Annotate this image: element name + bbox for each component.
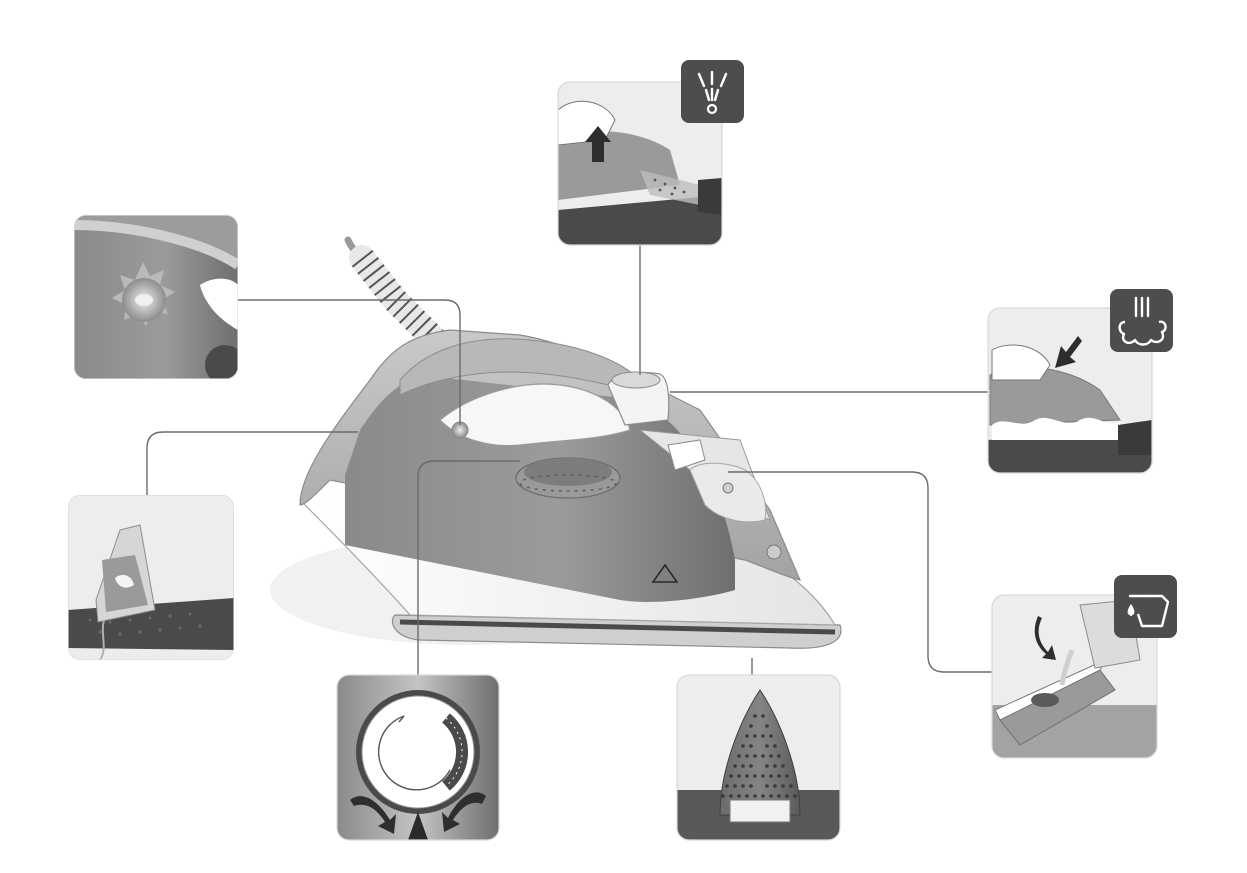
water-fill-icon bbox=[1114, 575, 1177, 638]
steam-hole bbox=[729, 774, 733, 778]
steam-hole bbox=[733, 764, 737, 768]
thermostat-dial-icon bbox=[356, 690, 480, 814]
steam-hole bbox=[765, 724, 769, 728]
steam-hole bbox=[729, 794, 733, 798]
steam-hole bbox=[745, 794, 749, 798]
steam-hole bbox=[745, 734, 749, 738]
steam-hole bbox=[753, 754, 757, 758]
panel-spray bbox=[558, 60, 744, 245]
steam-hole bbox=[749, 744, 753, 748]
steam-hole bbox=[753, 774, 757, 778]
steam-burst-icon bbox=[1110, 289, 1173, 352]
steam-hole bbox=[773, 764, 777, 768]
steam-hole bbox=[741, 744, 745, 748]
steam-hole bbox=[753, 714, 757, 718]
steam-hole bbox=[749, 784, 753, 788]
steam-hole bbox=[725, 784, 729, 788]
steam-iron bbox=[270, 240, 841, 648]
steam-hole bbox=[773, 784, 777, 788]
steam-hole bbox=[769, 754, 773, 758]
panel-pilot-light bbox=[74, 215, 245, 385]
panel-soleplate bbox=[677, 675, 840, 840]
steam-hole bbox=[761, 754, 765, 758]
steam-hole bbox=[777, 774, 781, 778]
steam-hole bbox=[749, 764, 753, 768]
steam-hole bbox=[765, 744, 769, 748]
steam-hole bbox=[721, 794, 725, 798]
steam-hole bbox=[765, 764, 769, 768]
steam-hole bbox=[753, 734, 757, 738]
steam-hole bbox=[785, 774, 789, 778]
steam-hole bbox=[753, 794, 757, 798]
steam-hole bbox=[777, 794, 781, 798]
steam-hole bbox=[761, 774, 765, 778]
steam-hole bbox=[741, 784, 745, 788]
steam-hole bbox=[777, 754, 781, 758]
steam-hole bbox=[773, 744, 777, 748]
steam-hole bbox=[737, 754, 741, 758]
steam-hole bbox=[737, 774, 741, 778]
steam-hole bbox=[765, 784, 769, 788]
thermostat-dial[interactable] bbox=[516, 458, 620, 498]
panel-water-filling bbox=[992, 575, 1177, 758]
steam-hole bbox=[769, 794, 773, 798]
steam-hole bbox=[745, 754, 749, 758]
panel-steam-burst bbox=[988, 289, 1173, 473]
steam-hole bbox=[793, 794, 797, 798]
panel-heel-rest bbox=[68, 495, 234, 660]
panel-temperature-dial bbox=[337, 675, 499, 840]
steam-hole bbox=[789, 784, 793, 788]
steam-hole bbox=[761, 734, 765, 738]
steam-hole bbox=[745, 774, 749, 778]
steam-hole bbox=[785, 794, 789, 798]
steam-hole bbox=[749, 724, 753, 728]
steam-hole bbox=[733, 784, 737, 788]
steam-hole bbox=[761, 714, 765, 718]
steam-hole bbox=[741, 764, 745, 768]
steam-hole bbox=[737, 794, 741, 798]
spray-icon bbox=[681, 60, 744, 123]
steam-hole bbox=[781, 784, 785, 788]
steam-hole bbox=[769, 774, 773, 778]
steam-hole bbox=[761, 794, 765, 798]
steam-hole bbox=[769, 734, 773, 738]
steam-hole bbox=[781, 764, 785, 768]
power-cord bbox=[348, 240, 440, 345]
